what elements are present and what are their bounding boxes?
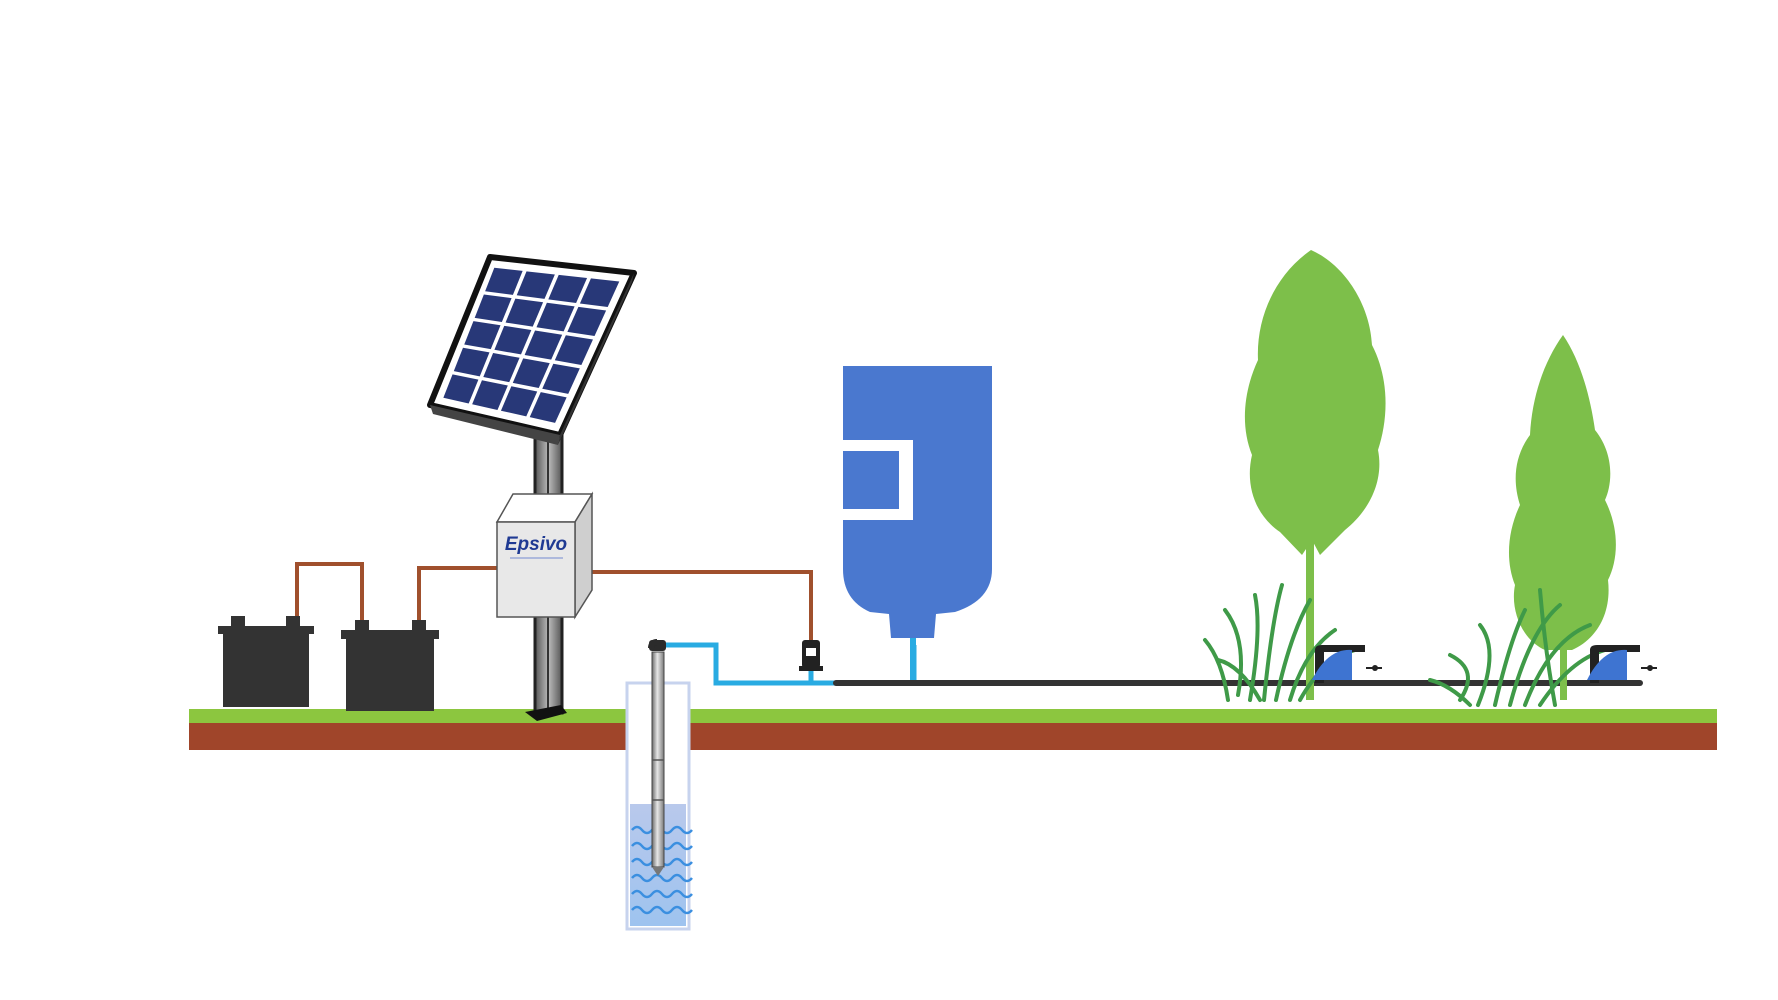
tree-icon: [1508, 335, 1616, 700]
solar-cell: [483, 353, 520, 383]
electrical-wiring: [295, 562, 813, 640]
solar-cell: [474, 294, 512, 322]
wire-controller-to-valve: [588, 570, 813, 640]
solar-cell: [524, 330, 563, 360]
battery-icon: [341, 620, 439, 711]
battery-icon: [218, 616, 314, 707]
wire-battery-link: [295, 562, 364, 622]
submersible-pump-icon: [648, 639, 666, 876]
solar-cell: [548, 274, 588, 303]
solar-cell: [500, 386, 538, 417]
solar-cell: [464, 321, 501, 350]
grass-strip: [189, 709, 1717, 723]
solar-panel-icon: [427, 254, 637, 445]
solar-cell: [529, 392, 567, 423]
solar-cell: [542, 363, 580, 394]
tree-icon: [1244, 250, 1386, 700]
soil-strip: [189, 723, 1717, 750]
valve-icon: [799, 640, 823, 671]
drip-emitter-icon: [1587, 645, 1657, 683]
solar-cell: [536, 302, 575, 332]
solar-cell: [472, 380, 508, 410]
wire-battery-to-controller: [417, 566, 498, 622]
solar-cell: [554, 335, 593, 365]
solar-panel-cells: [443, 267, 620, 423]
solar-cell: [494, 325, 532, 355]
solar-cell: [485, 267, 523, 295]
water-delivery-pipe: [666, 642, 917, 686]
ground: [189, 709, 1717, 750]
solar-cell: [443, 374, 479, 404]
controller-box-icon: Epsivo: [495, 491, 594, 620]
solar-cell: [505, 298, 544, 327]
drip-emitter-icon: [1312, 645, 1382, 683]
solar-cell: [579, 278, 620, 308]
solar-cell: [453, 347, 490, 377]
water-tank-icon: [843, 366, 992, 683]
solar-cell: [567, 306, 607, 336]
controller-brand-label: Epsivo: [505, 534, 567, 555]
grass-bush: [1203, 583, 1357, 702]
solar-cell: [512, 358, 550, 389]
solar-cell: [516, 271, 555, 299]
